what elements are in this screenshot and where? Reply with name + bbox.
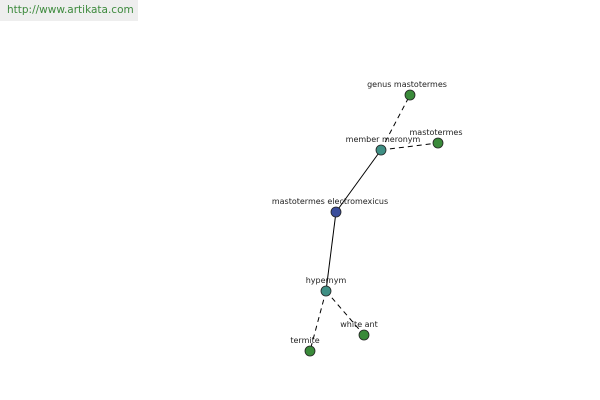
edge-root-to-hypernym xyxy=(325,211,337,292)
nodes-layer xyxy=(304,89,444,357)
node-label-mastotermes[interactable]: mastotermes xyxy=(410,128,463,137)
edge-member-meronym-to-mastotermes xyxy=(380,142,439,151)
edge-member-meronym-to-genus-mastotermes xyxy=(380,94,411,151)
node-label-member-meronym[interactable]: member meronym xyxy=(346,135,421,144)
edge-hypernym-to-termite xyxy=(309,290,327,352)
edge-root-to-member-meronym xyxy=(335,149,382,213)
edge-hypernym-to-white-ant xyxy=(325,290,365,336)
node-root[interactable] xyxy=(330,206,342,218)
site-url-link[interactable]: http://www.artikata.com xyxy=(7,4,134,16)
node-label-white-ant[interactable]: white ant xyxy=(340,320,378,329)
node-label-hypernym[interactable]: hypernym xyxy=(306,276,347,285)
node-white-ant[interactable] xyxy=(358,329,370,341)
node-label-root[interactable]: mastotermes electromexicus xyxy=(272,197,388,206)
edges-layer xyxy=(309,94,439,352)
node-label-termite[interactable]: termite xyxy=(290,336,319,345)
node-member-meronym[interactable] xyxy=(375,144,387,156)
labels-layer: mastotermes electromexicus member meronym… xyxy=(272,80,463,345)
url-bar[interactable]: http://www.artikata.com xyxy=(0,0,138,21)
node-hypernym[interactable] xyxy=(320,285,332,297)
node-mastotermes[interactable] xyxy=(432,137,444,149)
node-termite[interactable] xyxy=(304,345,316,357)
node-genus-mastotermes[interactable] xyxy=(404,89,416,101)
node-label-genus-mastotermes[interactable]: genus mastotermes xyxy=(367,80,447,89)
